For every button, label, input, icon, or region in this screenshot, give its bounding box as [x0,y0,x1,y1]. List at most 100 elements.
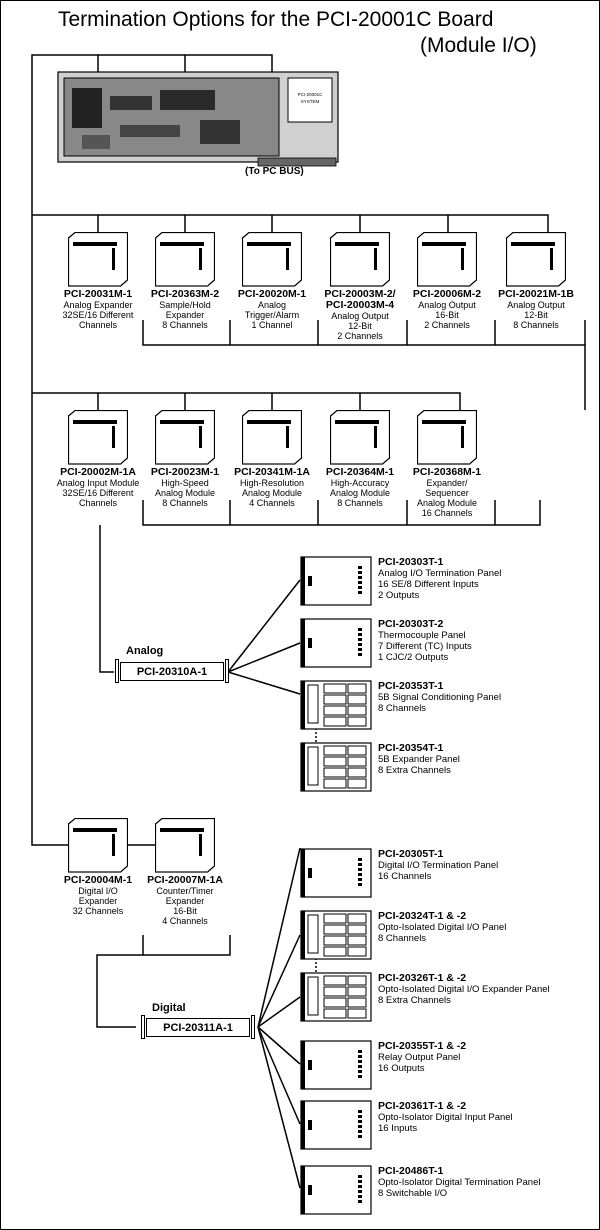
module-name: PCI-20007M-1A [147,874,223,886]
module-card-icon [241,231,303,287]
module-card-icon [67,409,129,465]
module-name: PCI-20363M-2 [150,288,220,300]
module-name: PCI-20368M-1 [412,466,482,478]
module-desc-line: High-Speed [161,478,209,488]
termination-panel-icon [300,556,372,611]
chip-label-2: SYSTEM [301,99,320,104]
module-desc-line: Analog Module [416,498,478,508]
panel-desc-line: Relay Output Panel [378,1052,461,1063]
panel-desc-line: 1 CJC/2 Outputs [378,652,449,663]
diagram-subtitle: (Module I/O) [420,34,537,57]
module-desc-line: 2 Channels [337,331,383,341]
termination-panel-icon [300,848,372,903]
module-desc-line: Trigger/Alarm [244,310,300,320]
module-card-icon [241,409,303,465]
module-desc-line: 32 Channels [72,906,124,916]
module-desc-line: Analog Module [329,488,391,498]
module-desc-line: 1 Channel [251,320,293,330]
panel-name: PCI-20355T-1 & -2 [378,1040,467,1052]
module-desc-line: Analog [257,300,287,310]
pc-bus-caption: (To PC BUS) [245,166,304,177]
module-desc-line: Analog Output [418,300,476,310]
termination-panel-icon [300,972,372,1027]
module-desc-line: 8 Channels [337,498,383,508]
module-name: PCI-20023M-1 [150,466,220,478]
panel-name: PCI-20324T-1 & -2 [378,910,467,922]
module-card-icon [505,231,567,287]
module-desc-line: Analog Expander [63,300,133,310]
panel-desc-line: 8 Switchable I/O [378,1188,448,1199]
panel-desc-line: 8 Channels [378,933,427,944]
termination-panel-icon [300,910,372,965]
panel-desc-line: Opto-Isolated Digital I/O Expander Panel [378,984,550,995]
panel-desc-line: 5B Signal Conditioning Panel [378,692,502,703]
module-desc-line: Sample/Hold [159,300,211,310]
module-desc-line: 4 Channels [162,916,208,926]
diagram-title: Termination Options for the PCI-20001C B… [58,8,494,31]
panel-desc-line: 2 Outputs [378,590,420,601]
panel-name: PCI-20486T-1 [378,1165,444,1177]
module-name: PCI-20003M-2/ [324,288,396,300]
termination-panel-icon [300,1165,372,1220]
module-card-icon [154,817,216,873]
panel-name: PCI-20326T-1 & -2 [378,972,467,984]
panel-desc-line: 16 SE/8 Different Inputs [378,579,479,590]
panel-desc-line: 8 Extra Channels [378,995,451,1006]
module-name: PCI-20006M-2 [412,288,482,300]
module-card-icon [67,817,129,873]
module-card-icon [329,231,391,287]
module-name: PCI-20002M-1A [60,466,136,478]
module-desc-line: 12-Bit [348,321,372,331]
module-desc-line: Analog Output [331,311,389,321]
module-name: PCI-20021M-1B [498,288,574,300]
module-desc-line: Analog Module [154,488,216,498]
module-desc-line: High-Accuracy [330,478,390,488]
panel-name: PCI-20353T-1 [378,680,444,692]
module-desc-line: Analog Module [241,488,303,498]
panel-desc-line: Opto-Isolated Digital I/O Panel [378,922,507,933]
module-desc-line: Expander [78,896,118,906]
module-desc-line: 16-Bit [173,906,197,916]
module-name: PCI-20364M-1 [325,466,395,478]
panel-desc-line: 16 Inputs [378,1123,418,1134]
module-desc-line: 8 Channels [162,498,208,508]
module-desc-line: 16-Bit [435,310,459,320]
module-card-icon [154,231,216,287]
panel-desc-line: Opto-Isolator Digital Input Panel [378,1112,513,1123]
termination-panel-icon [300,1100,372,1155]
chip-label-1: PCI-20001C [298,92,324,97]
module-name: PCI-20020M-1 [237,288,307,300]
panel-desc-line: 5B Expander Panel [378,754,460,765]
panel-desc-line: 16 Channels [378,871,432,882]
panel-desc-line: Analog I/O Termination Panel [378,568,502,579]
module-name: PCI-20004M-1 [63,874,133,886]
module-card-icon [416,409,478,465]
panel-name: PCI-20354T-1 [378,742,444,754]
panel-desc-line: Digital I/O Termination Panel [378,860,499,871]
termination-panel-icon [300,742,372,797]
module-desc-line: 32SE/16 Different [62,488,134,498]
panel-desc-line: 8 Extra Channels [378,765,451,776]
module-desc-line: Analog Output [507,300,565,310]
module-name: PCI-20031M-1 [63,288,133,300]
module-desc-line: Channels [78,498,118,508]
module-desc-line: Digital I/O [78,886,118,896]
